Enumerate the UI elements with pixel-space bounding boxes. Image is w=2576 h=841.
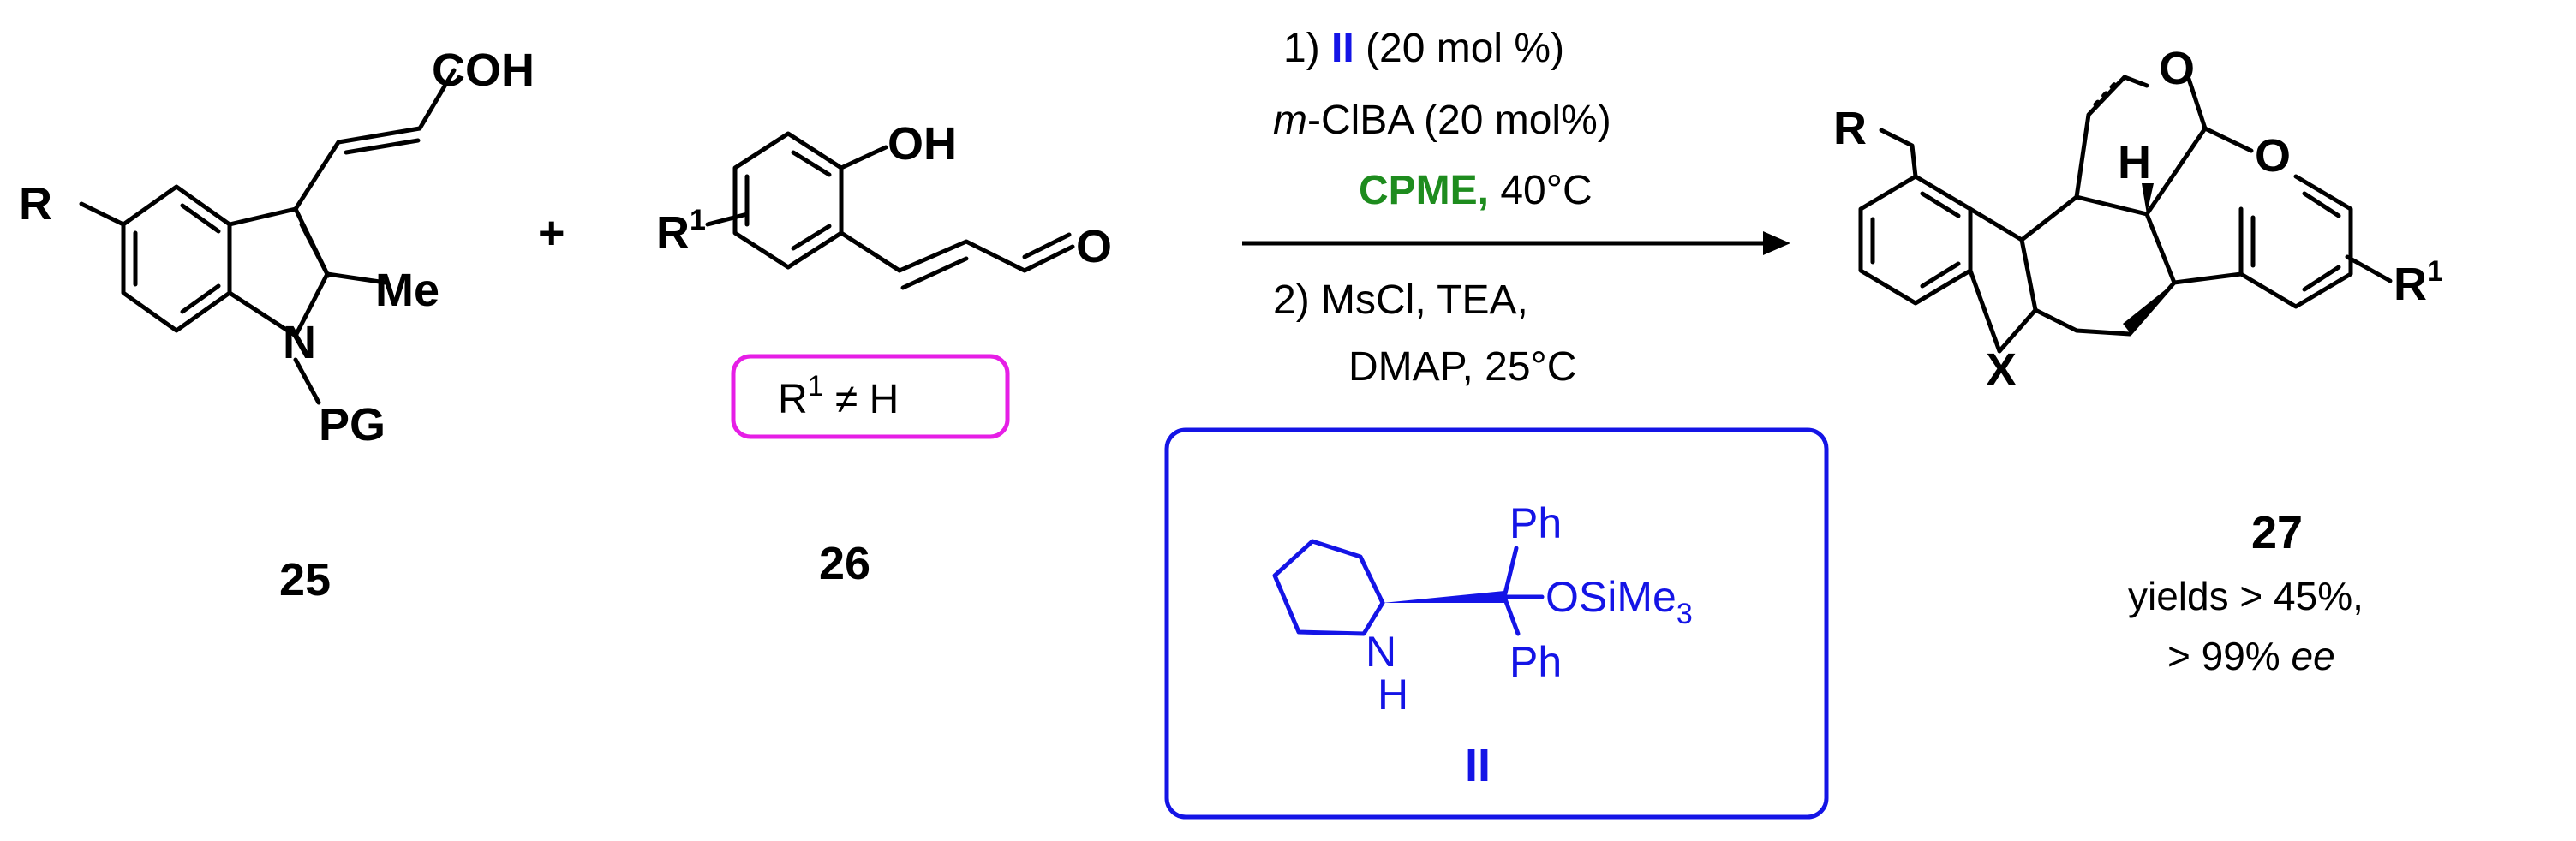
reactant-25-structure xyxy=(79,68,457,405)
indole-nitrogen-label: N xyxy=(283,317,316,368)
acid-group-label: COH xyxy=(432,45,535,96)
catalyst-silyl-ether: OSiMe3 xyxy=(1545,573,1693,630)
carbonyl-oxygen-26: O xyxy=(1076,221,1112,272)
compound-number-27: 27 xyxy=(2251,507,2303,558)
r1-substituent-26: R1 xyxy=(656,204,706,259)
r1-condition-box xyxy=(731,354,1010,439)
bridgehead-hydrogen: H xyxy=(2118,137,2151,188)
catalyst-nitrogen: N xyxy=(1366,628,1396,676)
catalyst-label-ii: II xyxy=(1465,740,1491,791)
protecting-group-label: PG xyxy=(319,399,386,450)
r-substituent-27: R xyxy=(1833,103,1867,154)
hydroxyl-label-26: OH xyxy=(888,118,957,170)
r-substituent-25: R xyxy=(19,178,52,230)
condition-solvent-temp: CPME, 40°C xyxy=(1359,168,1593,213)
ee-text: > 99% ee xyxy=(2167,634,2335,678)
r1-substituent-27: R1 xyxy=(2394,255,2443,310)
catalyst-box xyxy=(1164,427,1829,820)
product-27-structure xyxy=(1858,75,2393,354)
r1-condition-text: R1 ≠ H xyxy=(778,370,899,422)
reactant-26-structure xyxy=(705,131,1075,290)
yield-text: yields > 45%, xyxy=(2128,574,2364,618)
compound-number-25: 25 xyxy=(279,554,331,605)
condition-step-2-line-2: DMAP, 25°C xyxy=(1348,344,1576,390)
reaction-arrow-head xyxy=(1763,231,1790,255)
plus-sign: + xyxy=(538,207,565,259)
catalyst-ii-structure xyxy=(1272,539,1545,636)
condition-step-2-line-1: 2) MsCl, TEA, xyxy=(1273,277,1528,323)
methyl-label: Me xyxy=(375,265,439,316)
pyran-oxygen: O xyxy=(2255,130,2291,182)
compound-number-26: 26 xyxy=(819,538,870,589)
hetero-atom-x: X xyxy=(1986,344,2017,396)
catalyst-nh-hydrogen: H xyxy=(1378,671,1408,719)
bridge-oxygen: O xyxy=(2159,43,2195,94)
condition-additive: m-ClBA (20 mol%) xyxy=(1273,98,1611,143)
condition-step-1: 1) II (20 mol %) xyxy=(1283,26,1564,71)
catalyst-phenyl-top: Ph xyxy=(1509,499,1562,547)
catalyst-phenyl-bottom: Ph xyxy=(1509,638,1562,686)
